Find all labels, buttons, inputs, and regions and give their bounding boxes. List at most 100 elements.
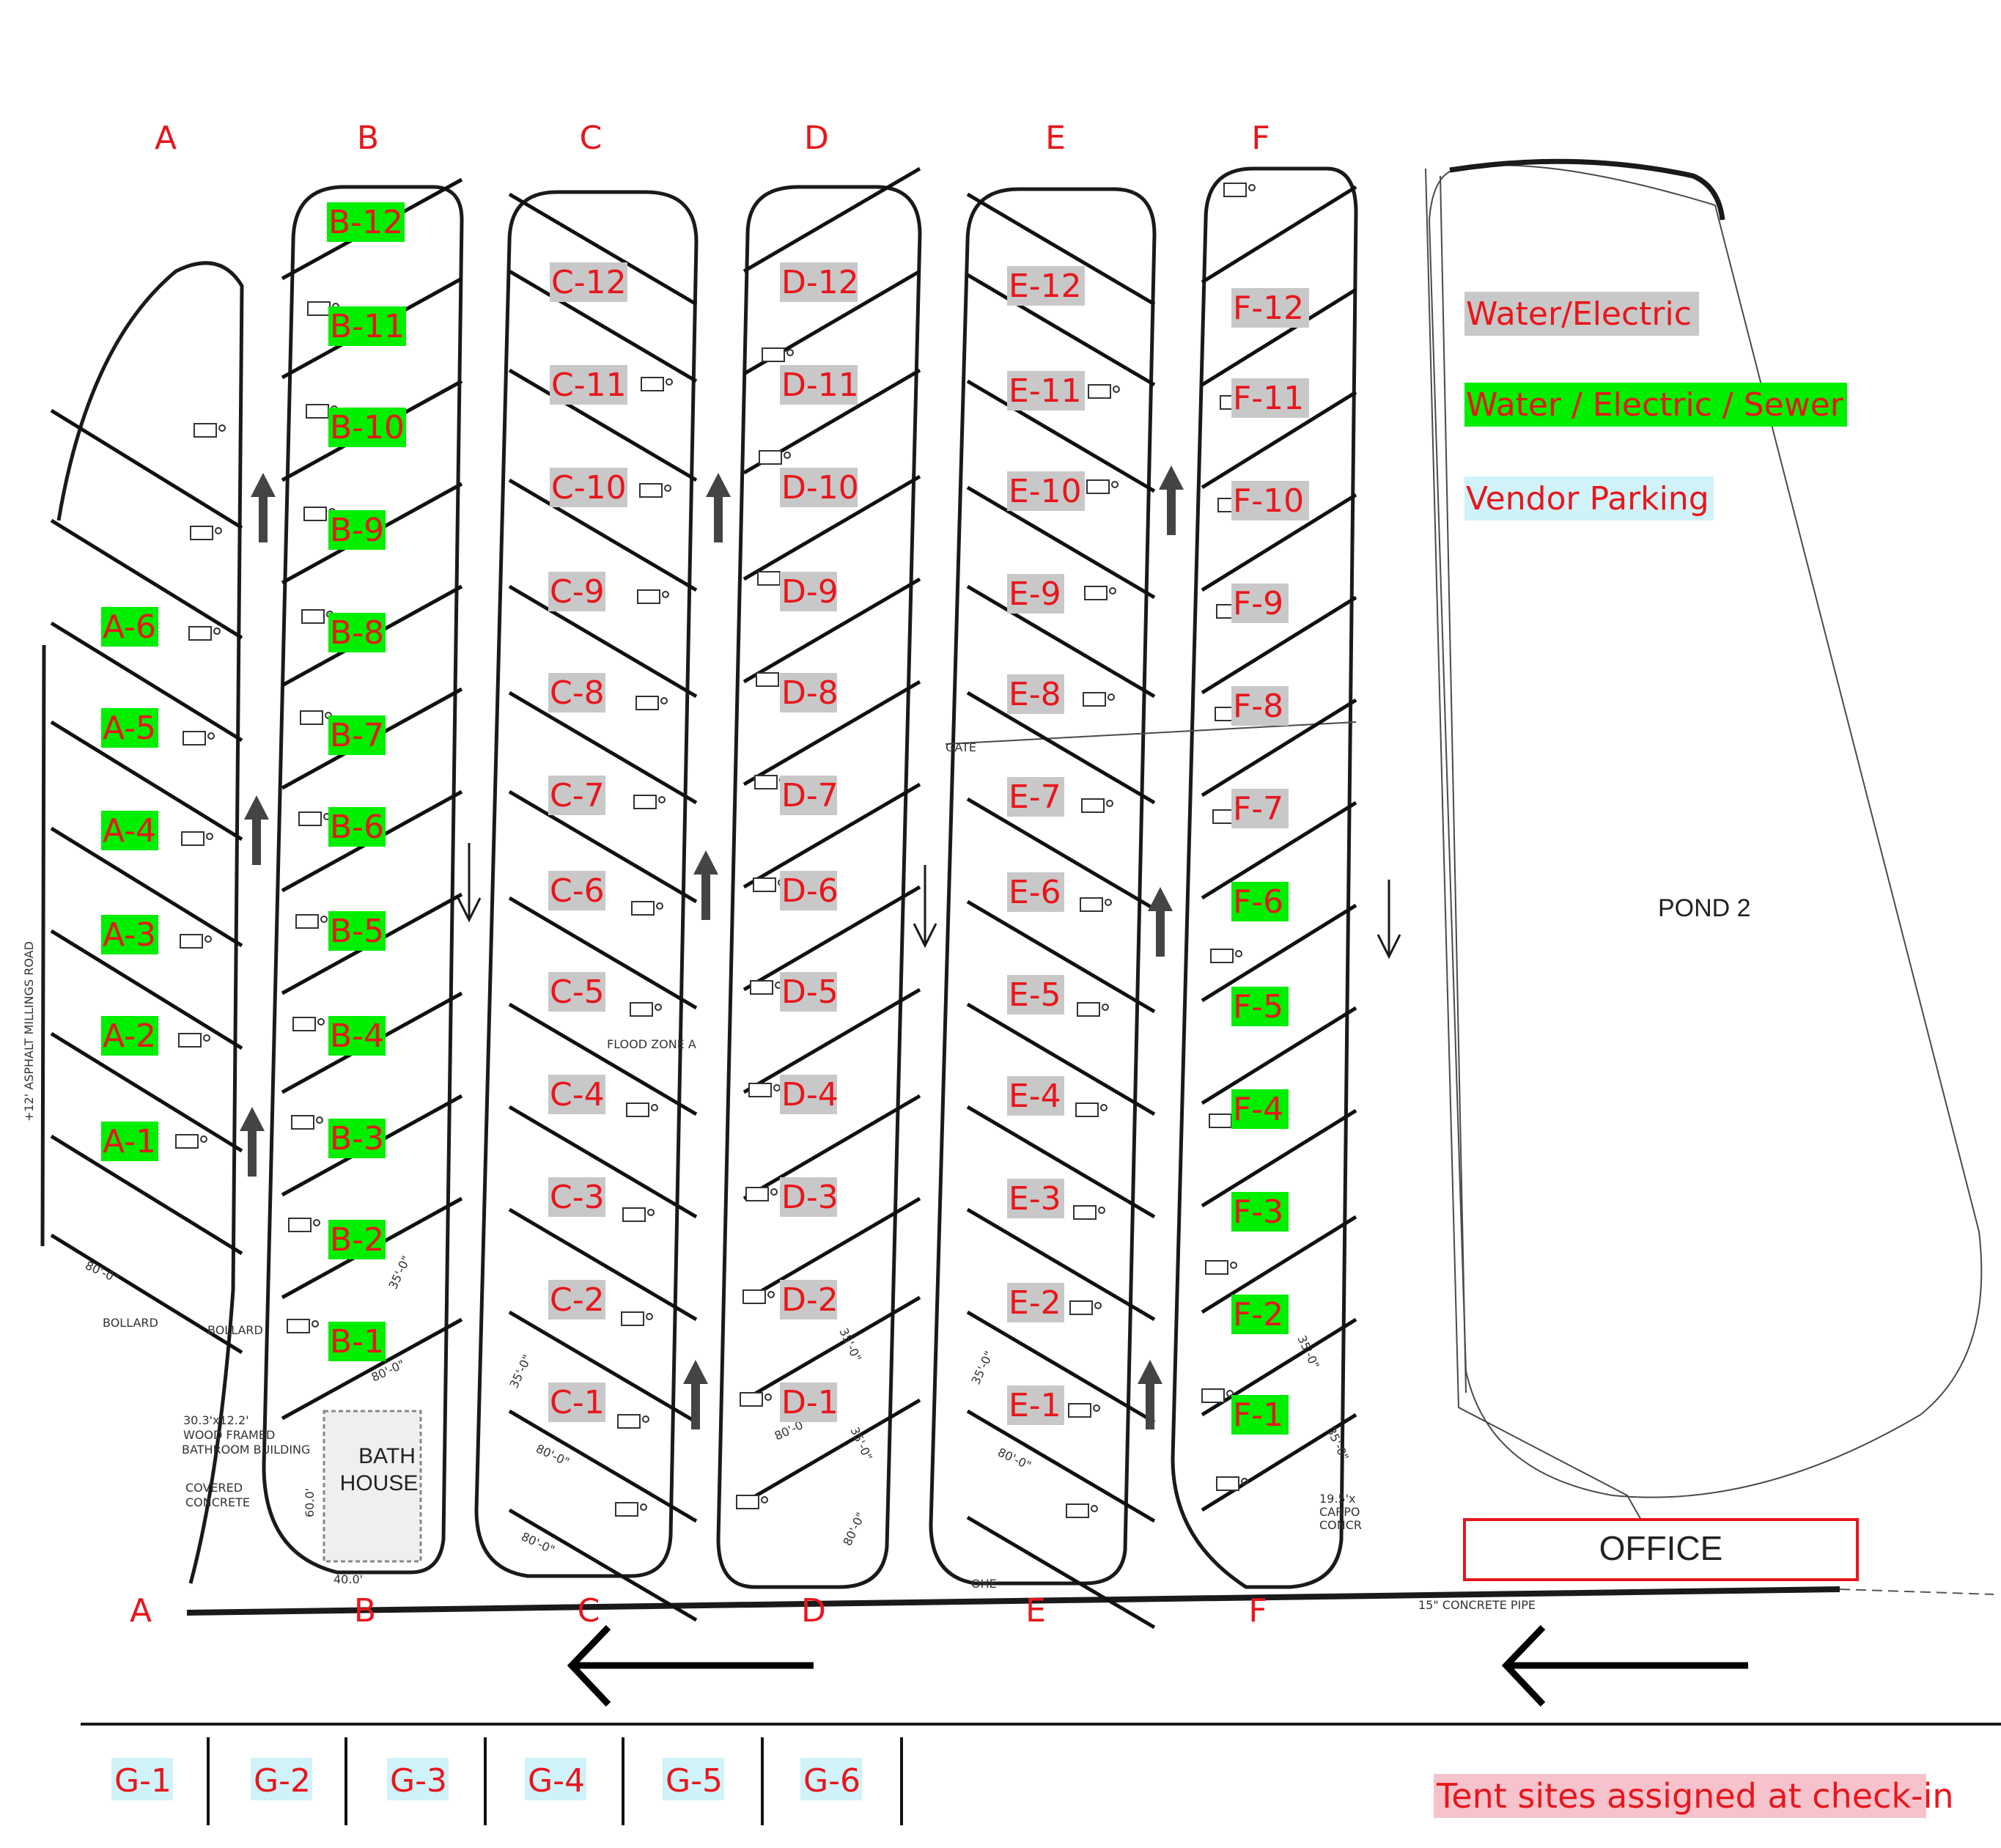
- site-divider: [50, 826, 243, 948]
- we-hookup-icon: [748, 1083, 781, 1097]
- arrow-up-icon: [706, 473, 731, 542]
- site-f-7-bg: [1231, 789, 1289, 828]
- vendor-site-g-1-bg: [111, 1758, 173, 1800]
- site-c-3: C-3: [550, 1179, 605, 1216]
- site-divider: [966, 1002, 1156, 1116]
- dim-60: 60.0': [303, 1488, 317, 1517]
- site-d-5: D-5: [781, 973, 839, 1011]
- dim-80-a: 80'-0": [83, 1258, 121, 1286]
- column-header-b: B: [357, 119, 379, 157]
- site-divider: [50, 621, 243, 743]
- vendor-site-g-3-bg: [387, 1758, 449, 1800]
- site-b-10: B-10: [330, 409, 405, 446]
- vendor-site-g-4-bg: [525, 1758, 586, 1800]
- site-divider: [966, 273, 1156, 387]
- site-c-1: C-1: [550, 1384, 605, 1421]
- island-a-outline: [40, 261, 244, 1584]
- site-b-6-bg: [328, 807, 386, 847]
- site-divider: [742, 782, 921, 889]
- we-hookup-icon: [762, 347, 794, 362]
- site-e-1-bg: [1007, 1385, 1064, 1425]
- island-outlines: [40, 158, 2001, 1726]
- site-labels: A-1A-2A-3A-4A-5A-6B-1B-2B-3B-4B-5B-6B-7B…: [101, 202, 1309, 1435]
- site-d-10-bg: [780, 468, 858, 507]
- pipe-label: 15" CONCRETE PIPE: [1418, 1598, 1536, 1612]
- we-hookup-icon: [637, 589, 669, 604]
- site-f-4: F-4: [1233, 1091, 1283, 1128]
- we-hookup-icon: [295, 914, 328, 929]
- site-f-9-bg: [1231, 584, 1289, 623]
- site-e-10-bg: [1007, 471, 1085, 511]
- site-c-9: C-9: [550, 573, 605, 611]
- we-hookup-icon: [740, 1392, 772, 1407]
- we-hookup-icon: [615, 1502, 647, 1517]
- we-hookup-icon: [1068, 1403, 1100, 1418]
- site-divider: [742, 166, 921, 273]
- dim-35-f2: 35'-0": [1324, 1425, 1352, 1463]
- site-divider: [742, 987, 921, 1094]
- legend-water-electric-sewer: Water / Electric / Sewer: [1466, 386, 1844, 424]
- tent-note-text: Tent sites assigned at check-in: [1436, 1776, 1954, 1816]
- site-e-4: E-4: [1009, 1078, 1061, 1115]
- site-e-4-bg: [1007, 1076, 1064, 1116]
- site-divider: [966, 691, 1156, 805]
- we-hookup-icon: [750, 980, 782, 995]
- site-a-5-bg: [101, 708, 158, 748]
- site-d-7-bg: [780, 776, 837, 815]
- arrow-up-icon: [244, 795, 269, 865]
- site-d-3-bg: [780, 1177, 837, 1217]
- site-divider: [742, 1094, 921, 1201]
- site-b-6: B-6: [330, 809, 384, 846]
- site-f-1: F-1: [1233, 1396, 1283, 1434]
- site-f-2-bg: [1231, 1295, 1289, 1334]
- we-hookup-icon: [759, 450, 791, 465]
- we-hookup-icon: [1210, 949, 1242, 963]
- we-hookup-icon: [175, 1134, 207, 1149]
- site-b-1-bg: [328, 1322, 386, 1361]
- office-label: OFFICE: [1599, 1529, 1723, 1567]
- column-footer-b: B: [354, 1592, 376, 1630]
- site-e-5-bg: [1007, 975, 1064, 1015]
- pond-label: POND 2: [1658, 894, 1751, 922]
- site-f-8-bg: [1231, 686, 1289, 726]
- site-c-3-bg: [548, 1177, 605, 1217]
- site-b-8-bg: [328, 613, 386, 652]
- we-hookup-icon: [630, 1002, 662, 1017]
- we-hookup-icon: [756, 672, 788, 687]
- we-hookup-icon: [1201, 1388, 1234, 1403]
- column-footer-d: D: [801, 1592, 826, 1630]
- site-d-9-bg: [780, 572, 837, 611]
- island-c-outline: [474, 190, 699, 1578]
- site-a-5: A-5: [103, 710, 156, 747]
- site-divider: [508, 1508, 698, 1622]
- tent-note: Tent sites assigned at check-in: [1434, 1774, 1954, 1818]
- site-divider: [508, 1002, 698, 1116]
- site-divider: [966, 1310, 1156, 1424]
- site-divider: [1201, 903, 1357, 1003]
- site-c-8: C-8: [550, 674, 605, 712]
- site-c-10-bg: [550, 468, 627, 507]
- site-divider: [966, 379, 1156, 493]
- site-divider: [508, 1409, 698, 1523]
- road-edge-dashed: [1839, 1589, 1994, 1595]
- site-f-6: F-6: [1233, 883, 1283, 921]
- bollard-label-right: BOLLARD: [207, 1323, 263, 1337]
- site-f-6-bg: [1231, 882, 1289, 921]
- site-c-10: C-10: [551, 469, 627, 507]
- vendor-site-g-5-bg: [663, 1758, 724, 1800]
- ohe-label: OHE: [971, 1577, 997, 1591]
- site-e-3: E-3: [1009, 1180, 1061, 1218]
- site-d-4-bg: [780, 1075, 837, 1114]
- site-e-9: E-9: [1009, 575, 1061, 613]
- site-e-8: E-8: [1009, 676, 1061, 713]
- legend-water-electric: Water/Electric: [1466, 295, 1692, 333]
- site-d-5-bg: [780, 972, 837, 1012]
- site-f-12: F-12: [1233, 290, 1304, 327]
- site-divider: [1201, 1006, 1357, 1105]
- we-hookup-icon: [633, 795, 666, 809]
- utility-hookups: [175, 183, 1256, 1518]
- site-divider: [1201, 595, 1357, 695]
- legend-sewer-swatch: [1464, 383, 1847, 427]
- site-e-2: E-2: [1009, 1284, 1061, 1322]
